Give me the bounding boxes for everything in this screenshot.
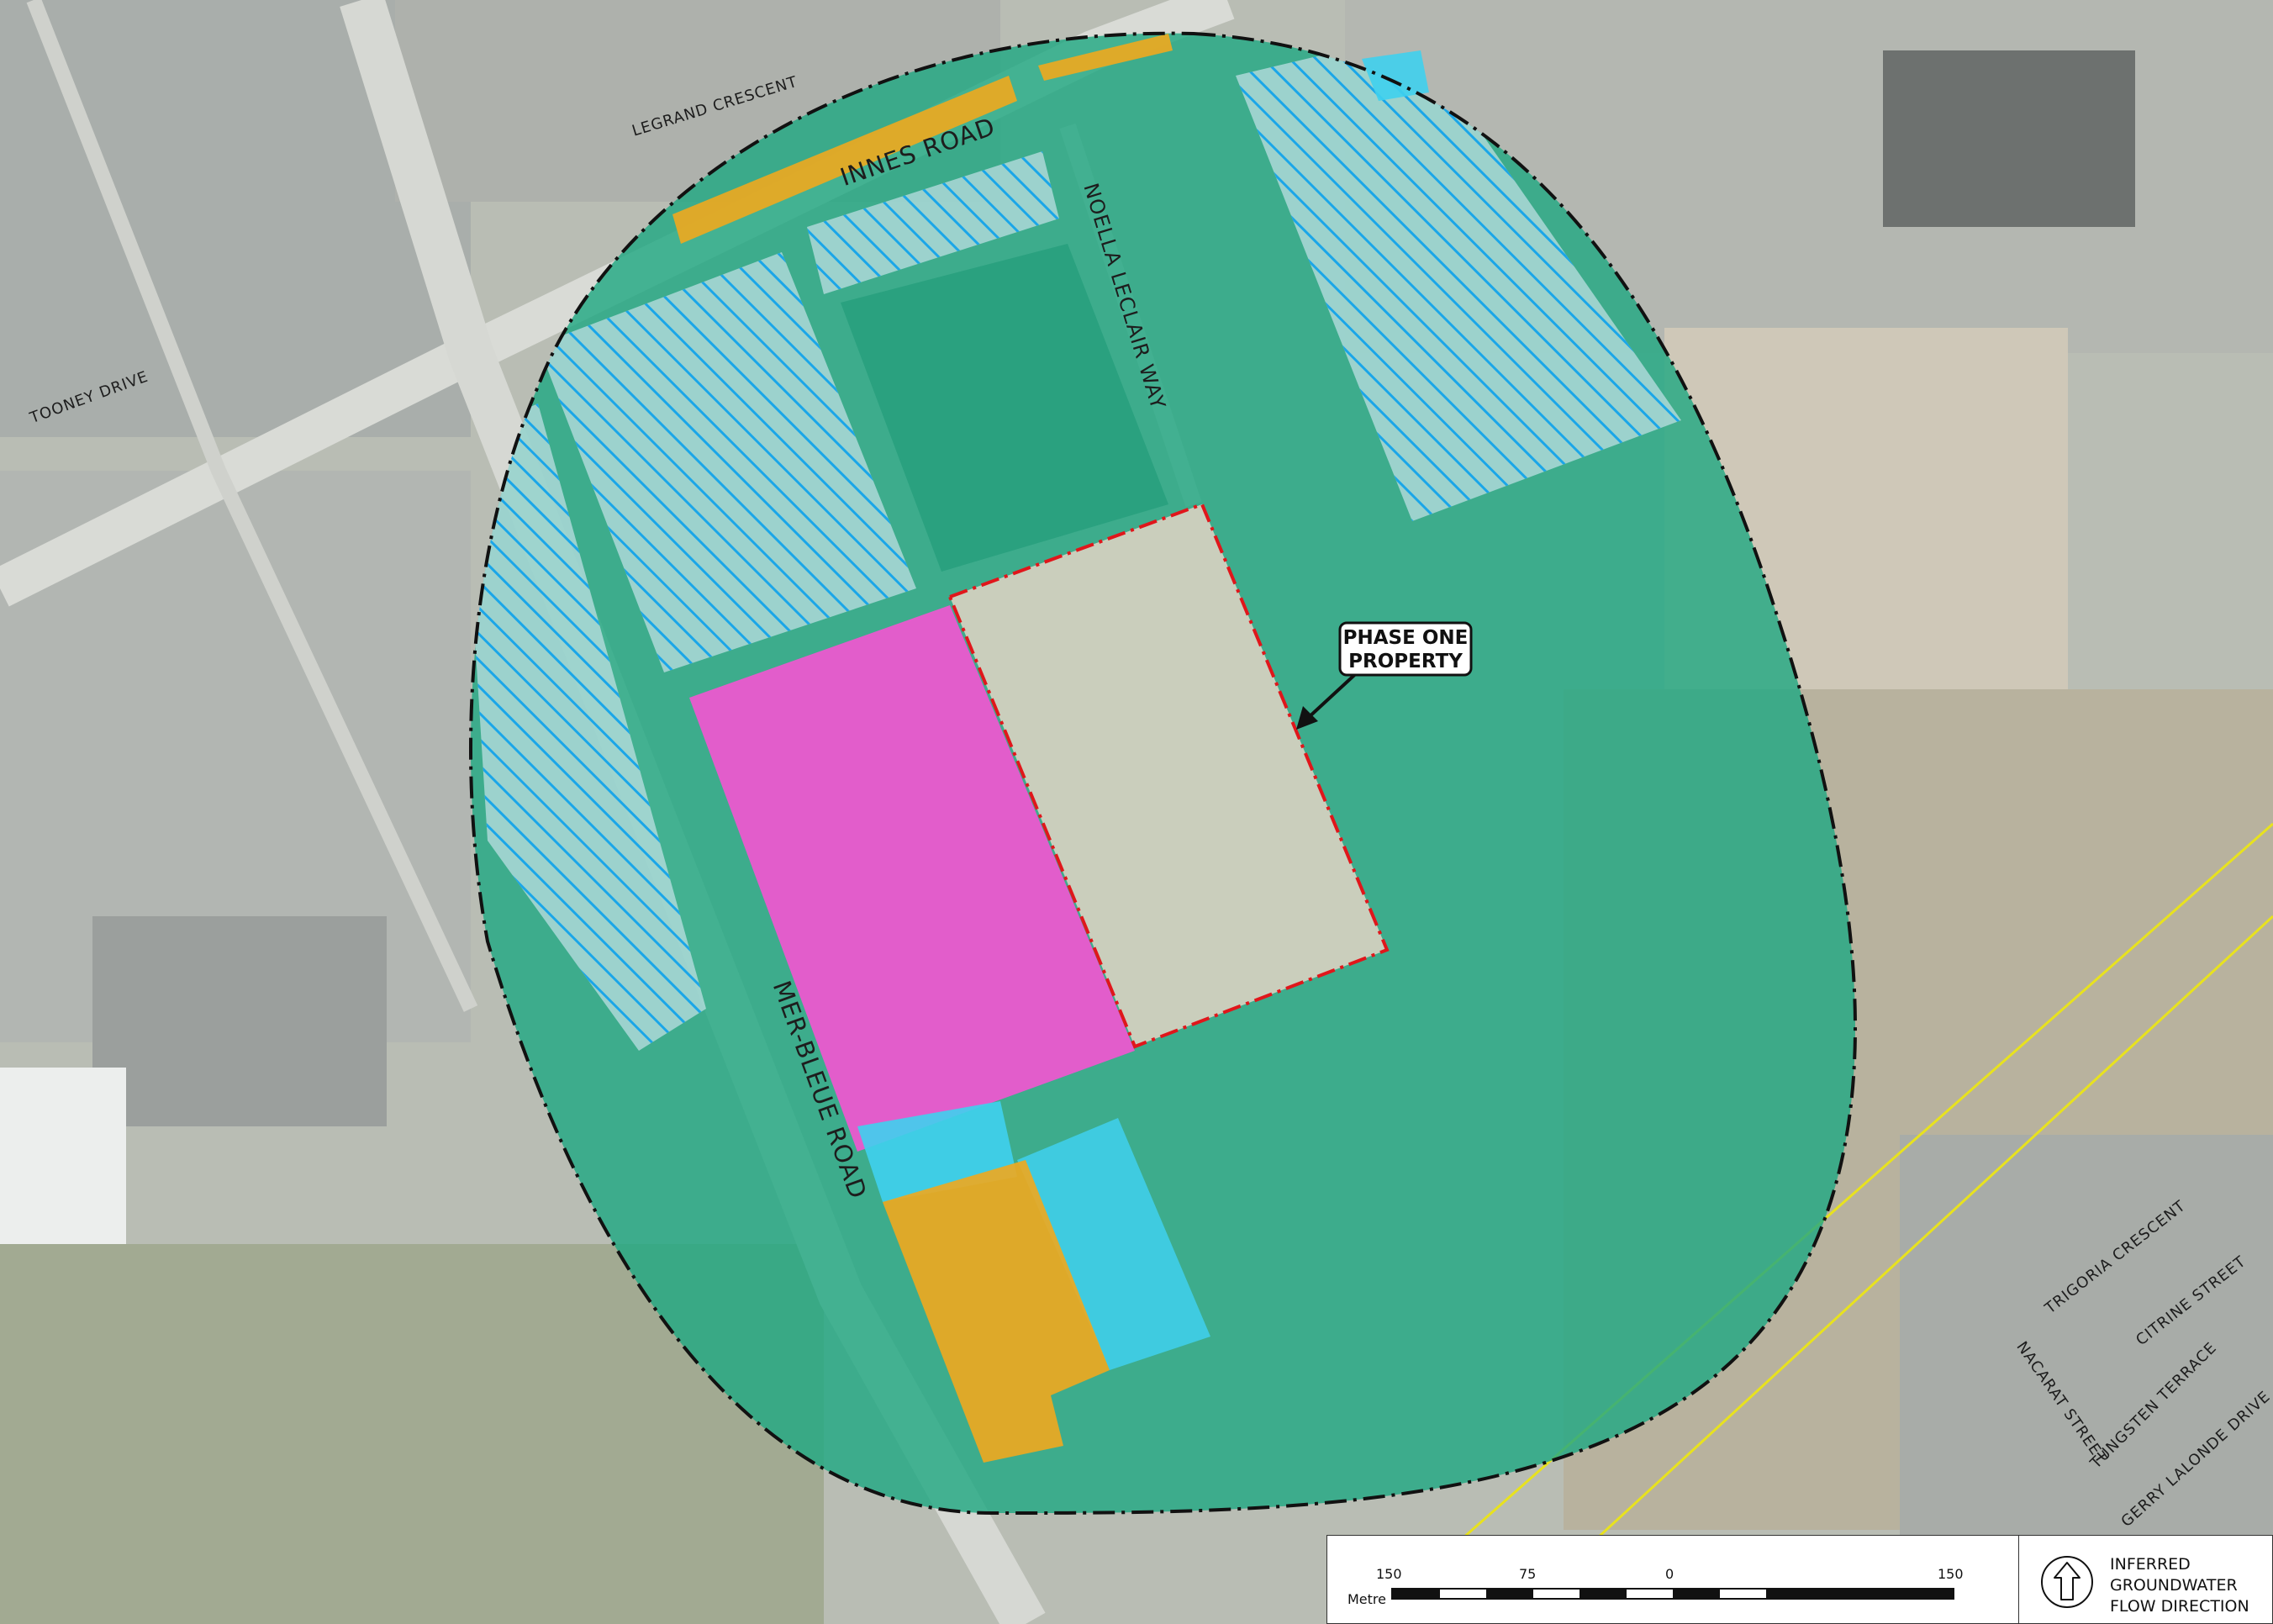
scale-segment [1719,1590,1766,1598]
phase-one-label-line-2: PROPERTY [1348,651,1463,672]
north-arrow-icon [2041,1556,2093,1608]
scale-legend: 150 75 0 150 Metre [1326,1535,2019,1624]
scale-segment [1532,1590,1579,1598]
scale-segment [1579,1590,1627,1598]
hatched-zone-west-lines [471,403,706,1051]
scale-segment [1626,1590,1673,1598]
study-area-boundary[interactable] [469,31,1857,1516]
scale-segment [1393,1590,1440,1598]
railway-line-2 [1595,915,2273,1540]
flow-direction-text: INFERRED GROUNDWATER FLOW DIRECTION [2110,1554,2249,1617]
big-box-building [92,916,387,1126]
scale-tick-150-left: 150 [1376,1566,1402,1582]
scale-tick-75: 75 [1519,1566,1537,1582]
phase-one-property-boundary[interactable] [947,502,1390,1049]
green-block-center [841,244,1168,572]
magenta-zone [689,605,1135,1152]
west-road-line [26,0,478,1012]
building-ne [1883,50,2135,227]
residential-area-se [1900,1135,2273,1538]
scale-tick-150-right: 150 [1938,1566,1964,1582]
hatched-zone-n-lines [807,151,1059,294]
scale-segment [1439,1590,1486,1598]
orange-strip-innes-east [1038,34,1173,81]
scale-segment [1673,1590,1720,1598]
hatched-zone-ne-lines [1236,34,1681,521]
flow-text-line-2: GROUNDWATER [2110,1576,2238,1595]
orange-strip-innes-west [672,76,1017,244]
orange-zone [883,1160,1110,1463]
scale-segment [1766,1590,1953,1598]
scale-unit: Metre [1347,1591,1386,1607]
phase-one-arrowhead [1296,706,1318,730]
phase-one-label-box [1338,621,1473,677]
flow-direction-legend: INFERRED GROUNDWATER FLOW DIRECTION [2019,1535,2273,1624]
scale-bar [1391,1588,1954,1600]
phase-one-leader-line [1305,667,1363,720]
cyan-zone-large [1017,1118,1210,1370]
phase-one-property-area [950,504,1387,1047]
hatched-zone-nw-lines [538,252,916,672]
flow-text-line-3: FLOW DIRECTION [2110,1597,2249,1616]
cyan-strip-ne [1362,50,1429,101]
scale-tick-0: 0 [1665,1566,1674,1582]
flow-text-line-1: INFERRED [2110,1555,2191,1574]
phase-one-label-group[interactable]: PHASE ONE PROPERTY [1296,621,1473,730]
scale-segment [1486,1590,1533,1598]
phase-one-label-line-1: PHASE ONE [1343,627,1469,649]
